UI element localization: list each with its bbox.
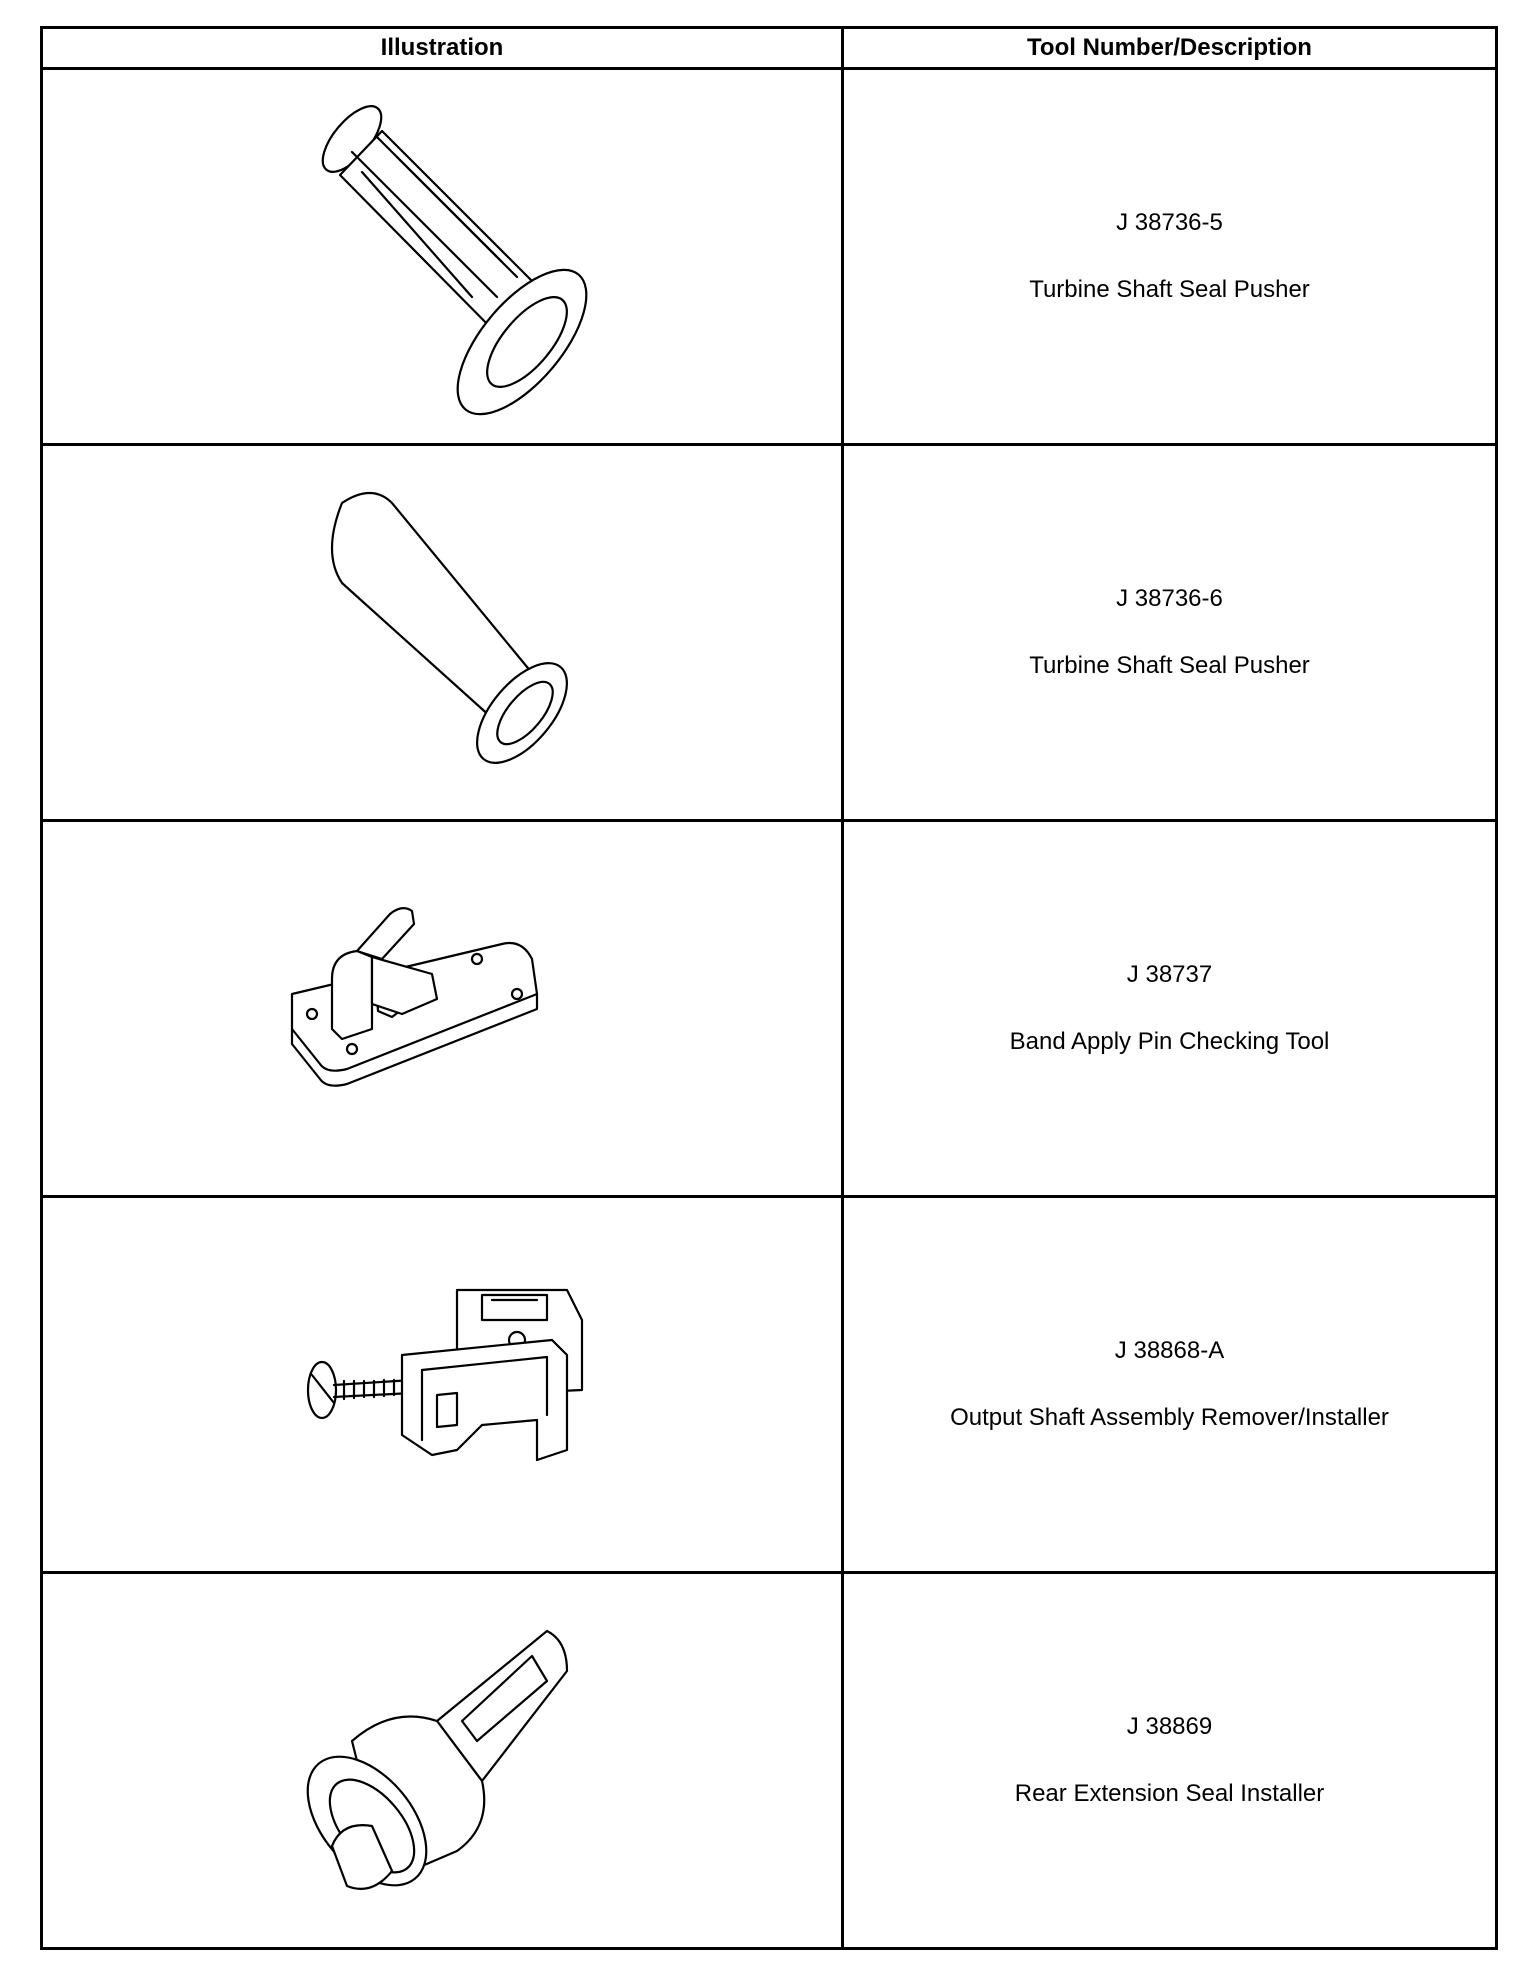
tool-number: J 38737 <box>1126 961 1213 988</box>
description-cell: J 38736-5 Turbine Shaft Seal Pusher <box>841 67 1498 446</box>
tool-number: J 38869 <box>1126 1713 1213 1740</box>
illustration-cell <box>40 1195 844 1574</box>
illustration-cell <box>40 819 844 1198</box>
rear-extension-seal-installer-icon <box>306 1629 569 1890</box>
table-row: J 38869 Rear Extension Seal Installer <box>40 1571 1498 1950</box>
header-illustration: Illustration <box>40 26 844 70</box>
tool-description: Output Shaft Assembly Remover/Installer <box>950 1404 1389 1431</box>
tool-description: Turbine Shaft Seal Pusher <box>1029 276 1310 303</box>
output-shaft-remover-installer-icon <box>306 1288 584 1461</box>
description-cell: J 38736-6 Turbine Shaft Seal Pusher <box>841 443 1498 822</box>
tool-number: J 38736-5 <box>1116 209 1223 236</box>
tools-table: Illustration Tool Number/Description <box>40 26 1498 1950</box>
tool-number: J 38868-A <box>1114 1337 1225 1364</box>
band-apply-pin-checking-tool-icon <box>290 906 539 1087</box>
illustration-cell <box>40 443 844 822</box>
tool-description: Rear Extension Seal Installer <box>1014 1780 1325 1807</box>
table-row: J 38737 Band Apply Pin Checking Tool <box>40 819 1498 1198</box>
header-tool-description: Tool Number/Description <box>841 26 1498 70</box>
turbine-shaft-seal-pusher-ribbed-icon <box>321 104 588 415</box>
description-cell: J 38737 Band Apply Pin Checking Tool <box>841 819 1498 1198</box>
illustration-cell <box>40 67 844 446</box>
header-row: Illustration Tool Number/Description <box>40 26 1498 70</box>
description-cell: J 38869 Rear Extension Seal Installer <box>841 1571 1498 1950</box>
tool-description: Turbine Shaft Seal Pusher <box>1029 652 1310 679</box>
illustration-cell <box>40 1571 844 1950</box>
description-cell: J 38868-A Output Shaft Assembly Remover/… <box>841 1195 1498 1574</box>
tool-description: Band Apply Pin Checking Tool <box>1009 1028 1330 1055</box>
table-row: J 38736-6 Turbine Shaft Seal Pusher <box>40 443 1498 822</box>
tool-number: J 38736-6 <box>1116 585 1223 612</box>
table-row: J 38868-A Output Shaft Assembly Remover/… <box>40 1195 1498 1574</box>
table-row: J 38736-5 Turbine Shaft Seal Pusher <box>40 67 1498 446</box>
turbine-shaft-seal-pusher-plain-icon <box>330 491 568 764</box>
